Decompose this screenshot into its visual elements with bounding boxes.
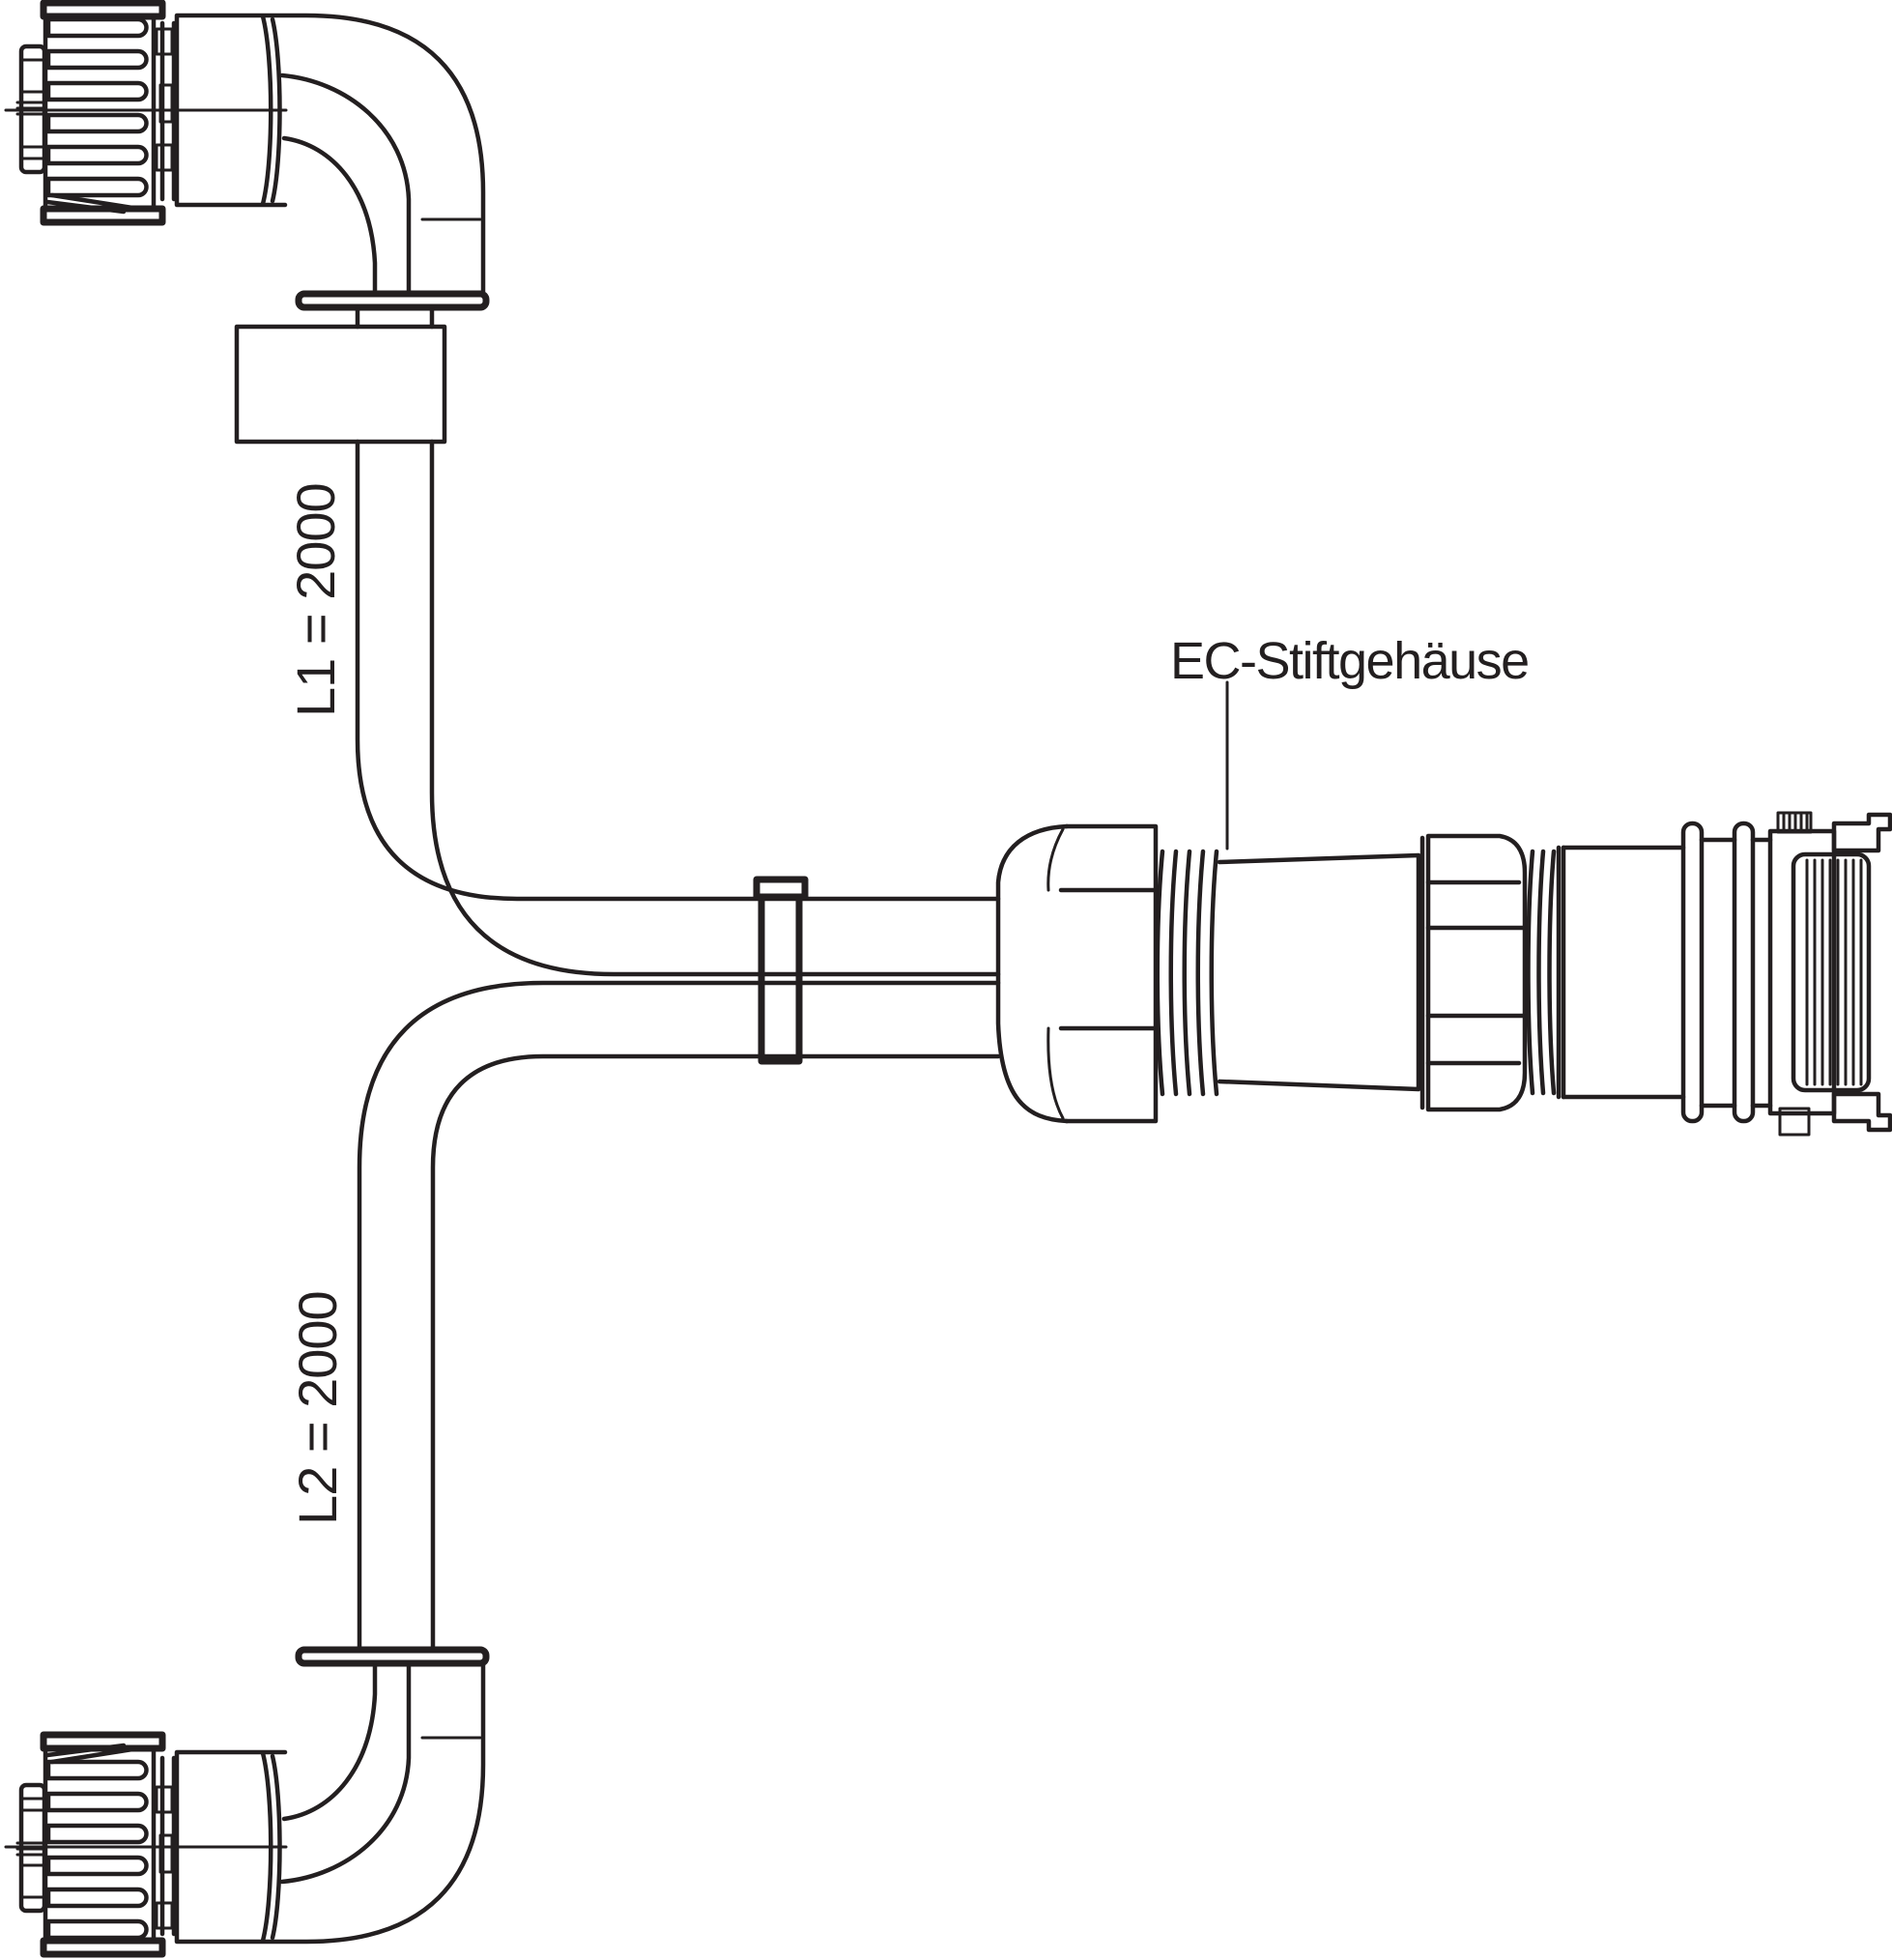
latch-bottom [1831,1091,1892,1133]
label-l1: L1 = 2000 [285,483,346,717]
label-ec-housing: EC-Stiftgehäuse [1170,632,1529,690]
bell-transition [995,823,1070,1124]
ribbed-end [1791,851,1872,1093]
coding-tab [1776,811,1813,834]
label-l2: L2 = 2000 [287,1291,348,1525]
cable-stub [355,304,435,330]
o-ring-2 [1732,821,1756,1124]
connector-body [1561,845,1686,1100]
cable-l2 [357,980,1001,1653]
thread-small [1526,845,1566,1100]
o-ring-1 [1680,821,1705,1124]
cone-section [1217,852,1421,1092]
ec-pin-housing [995,811,1892,1137]
latch-top [1831,812,1892,853]
cable-marker-block [234,324,447,445]
cable-l1 [355,439,1001,977]
thread-large [1155,849,1219,1097]
rear-flange [1767,828,1837,1116]
cable-tie [753,876,809,1065]
hex-nut-small [1419,833,1528,1112]
hex-nut-large [1046,823,1159,1124]
elbow-connector [6,1650,486,1954]
bottom-lug [1778,1107,1811,1137]
elbow-connector [6,3,486,307]
connector-top-left [6,3,486,445]
connector-bottom-left [6,1650,486,1954]
